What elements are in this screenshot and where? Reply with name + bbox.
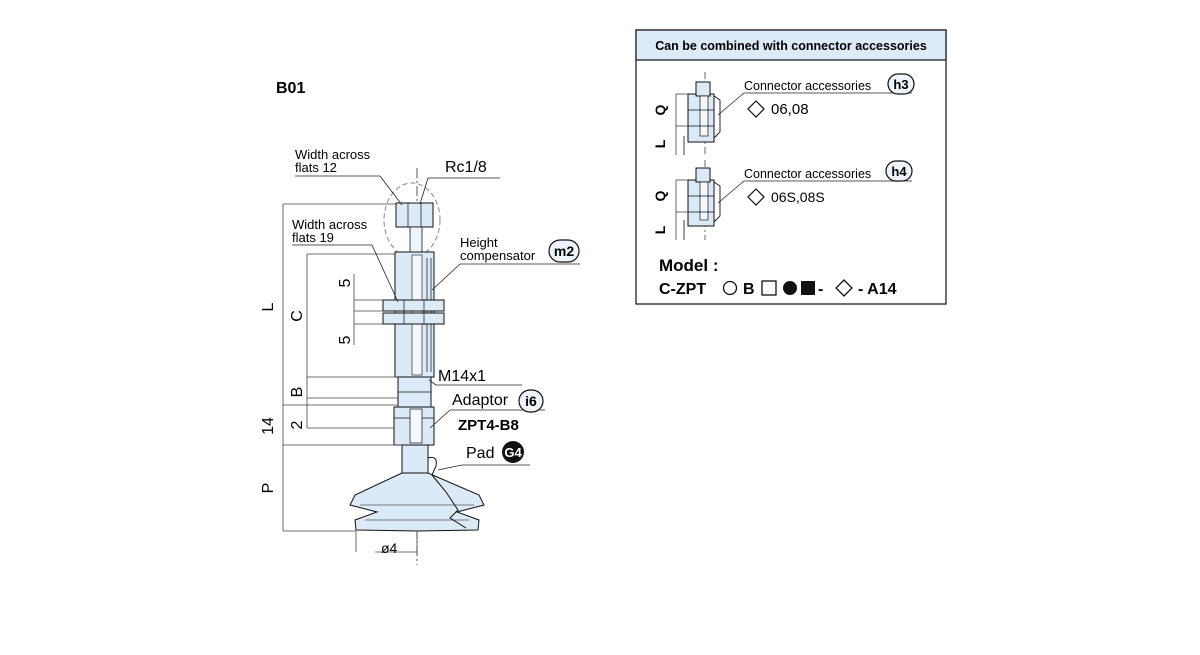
svg-text:G4: G4 [504,445,522,460]
accessory-box-header: Can be combined with connector accessori… [655,39,927,53]
model-square-filled [801,281,815,295]
nut-upper [382,299,445,312]
label-pad: Pad [466,445,494,462]
model-prefix: C-ZPT [659,281,706,298]
dim-L: L [260,302,277,311]
dim-2: 2 [289,420,306,429]
nut-lower [382,312,445,325]
item1-badge: h3 [893,77,908,92]
item2-diamond [747,188,765,206]
accessory-item-1: Q L Connector accessories h3 06,08 [652,72,915,155]
accessory-box: Can be combined with connector accessori… [635,29,947,305]
badge-i6: i6 [518,389,544,413]
dimension-lines [282,203,418,553]
label-width-across-flats-19: Width across flats 19 [292,217,371,245]
model-circle-open [722,280,738,296]
pad-neck [401,444,429,474]
dim-B: B [289,387,306,398]
label-m14: M14x1 [438,368,486,385]
dim-C: C [289,310,306,322]
model-code: C-ZPT B - - A14 [659,279,897,298]
item1-dim-l: L [652,139,668,148]
model-square-open [761,280,777,296]
item1-diamond [747,100,765,118]
accessory-box-header-bg [635,29,947,61]
item2-dim-l: L [652,225,668,234]
bellows-pad [349,472,485,532]
model-b: B [743,281,755,298]
label-width-across-flats-12: Width across flats 12 [295,147,374,175]
item2-badge: h4 [891,164,907,179]
item1-dim-q: Q [652,104,668,115]
label-zpt: ZPT4-B8 [458,417,519,434]
model-circle-filled [783,281,797,295]
item2-dim-q: Q [652,190,668,201]
item2-sizes: 06S,08S [771,189,825,205]
item1-sizes: 06,08 [771,101,809,118]
model-dash1: - [818,281,823,298]
item1-badge-shape [887,73,915,95]
leader-lines [292,175,580,471]
item1-title: Connector accessories [744,79,871,93]
label-rc: Rc1/8 [445,159,487,176]
dim-P: P [260,483,277,494]
dim-5-lower: 5 [337,335,354,344]
label-height-compensator: Height compensator [460,235,536,263]
b01-drawing: B01 [260,80,580,565]
item2-title: Connector accessories [744,167,871,181]
badge-m2: m2 [548,239,580,263]
label-adaptor: Adaptor [452,392,509,409]
svg-text:m2: m2 [554,243,574,259]
top-hex-fitting [395,202,434,228]
drawing-code: B01 [276,80,305,97]
model-label: Model : [659,256,719,275]
model-diamond [835,279,853,297]
accessory-item-2: Q L Connector accessories h4 06S,08S [652,160,913,240]
dim-14: 14 [260,417,277,435]
model-suffix: - A14 [858,281,897,298]
pad-section-line [427,456,467,529]
dim-diameter: ø4 [381,540,398,556]
badge-g4: G4 [502,441,524,463]
item2-badge-shape [885,160,913,182]
dim-5-upper: 5 [337,278,354,287]
svg-text:i6: i6 [525,393,537,409]
